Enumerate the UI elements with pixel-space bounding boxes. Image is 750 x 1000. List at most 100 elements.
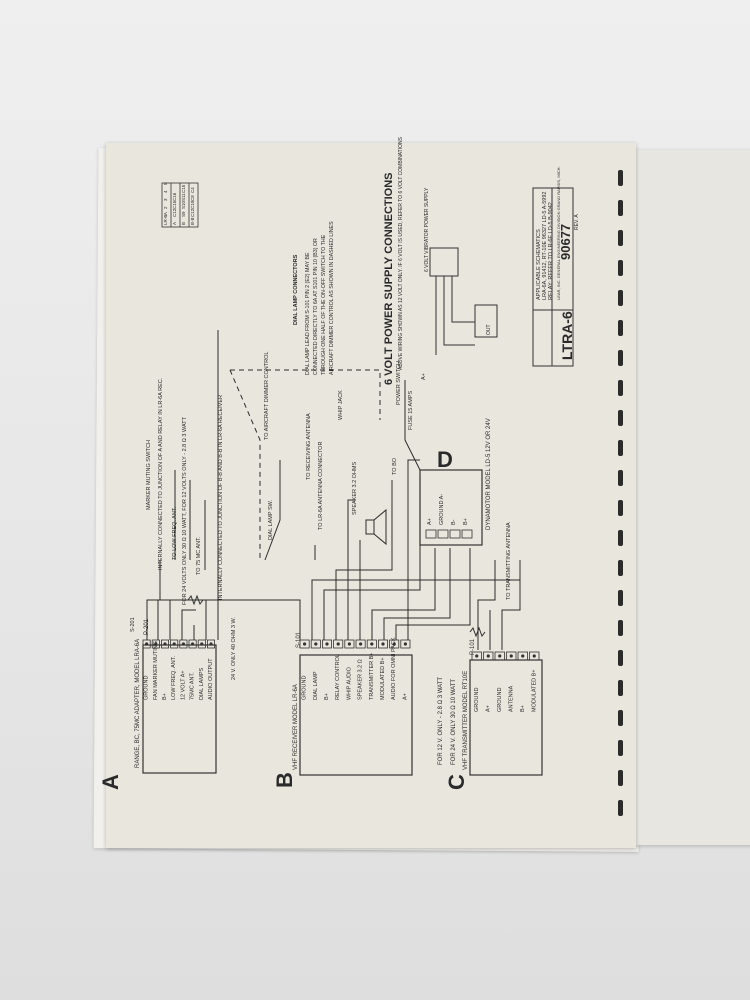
pin-label: WHIP AUDIO [346, 666, 352, 700]
next-page [634, 150, 750, 845]
six-volt-out: OUT [486, 324, 492, 335]
legend-cell: S11 [181, 193, 186, 201]
title-block-frame [532, 187, 574, 367]
pin-socket [310, 639, 321, 649]
pin-label: B+ [463, 518, 469, 525]
title-block-border [532, 187, 574, 367]
wire-b2 [311, 579, 520, 640]
note-marker-muting: MARKER MUTING SWITCH [146, 440, 152, 510]
speaker-symbol [365, 508, 387, 546]
title-block-rev: REV. A [574, 214, 580, 230]
pin-dot [181, 642, 185, 646]
dial-lamp-heading: DIAL LAMP CONNECTORS [293, 254, 299, 325]
box-c-frame [469, 659, 543, 776]
pin-dot [336, 642, 340, 646]
wire-c1 [477, 560, 496, 650]
pin-socket [160, 639, 169, 649]
pin-dot [509, 654, 513, 658]
box-c-title: VHF TRANSMITTER MODEL RT10E [463, 671, 469, 770]
pin-dot [370, 642, 374, 646]
pin-label: A+ [402, 693, 408, 700]
note-transmitting-antenna: TO TRANSMITTING ANTENNA [506, 522, 512, 600]
pin-label: RELAY CONTROL [335, 654, 341, 700]
dial-lamp-body-line: AIRCRAFT DIMMER CONTROL AS SHOWN IN DASH… [329, 221, 335, 375]
legend-cell: S10 [181, 200, 186, 209]
note-a-plus: A+ [421, 373, 427, 380]
pin-dot [163, 642, 167, 646]
note-internally-connected: INTERNALLY CONNECTED TO JUNCTION OF A AN… [158, 377, 164, 570]
dial-lamp-block: DIAL LAMP CONNECTORS [293, 254, 299, 325]
wire-dial-lamp [264, 460, 281, 561]
six-volt-wire-1 [443, 276, 475, 346]
wire-fuse [404, 380, 421, 471]
pin-socket [333, 639, 344, 649]
pin-dot [314, 642, 318, 646]
note-speaker: SPEAKER 3.2 OHMS [352, 461, 358, 515]
legend-cell: LR-6A [163, 212, 168, 225]
pin-socket [483, 651, 494, 661]
pin-socket [197, 639, 206, 649]
wiring-notes: S-201 MARKER MUTING SWITCH INTERNALLY CO… [130, 352, 512, 680]
six-volt-power-supply: 6 VOLT VIBRATOR POWER SUPPLY [424, 187, 430, 272]
pin-dot [359, 642, 363, 646]
legend-cell: C8 [190, 195, 195, 201]
legend-cell: 5 [163, 182, 168, 185]
box-a-connector: P-201 [144, 618, 150, 635]
title-block-company: LEAR, INC. GENERAL ENGINEERING DIVISION … [556, 166, 561, 300]
resistor-zigzags [187, 594, 486, 638]
pin-dot [486, 654, 490, 658]
section-letter-a: A [98, 774, 123, 790]
speaker-cone [373, 508, 387, 546]
wire-b7 [371, 548, 436, 640]
pin-label: DIAL LAMP [313, 671, 319, 700]
pin-socket [449, 529, 461, 539]
pin-label: FAN MARKER MUTING [153, 641, 159, 700]
resistor-c [469, 626, 486, 638]
out-box [474, 304, 498, 338]
wire-b10 [407, 459, 420, 640]
section-letter-b: B [272, 772, 297, 788]
pin-socket [471, 651, 482, 661]
pin-socket [299, 639, 310, 649]
legend-cell: S9 [181, 211, 186, 217]
pin-socket [206, 639, 215, 649]
pin-label: GROUND [497, 688, 503, 712]
legend-cell: C15 [172, 200, 177, 209]
pin-dot [498, 654, 502, 658]
pin-label: B+ [520, 705, 526, 712]
legend-cell: 2 [163, 206, 168, 209]
pin-label: TRANSMITTER B+ [369, 652, 375, 700]
pin-label: B+ [324, 693, 330, 700]
vibrator-box [429, 247, 459, 277]
dashed-lines [229, 369, 381, 560]
box-d-title: DYNAMOTOR MODEL LD-5 12V OR 24V [486, 418, 492, 530]
pin-dot [200, 642, 204, 646]
wire-b3 [323, 475, 421, 640]
pin-dot [154, 642, 158, 646]
pin-dot [191, 642, 195, 646]
pin-label: B+ [162, 693, 168, 700]
pin-label: AUDIO FOR OMNI PACK [391, 637, 397, 700]
wiring [146, 330, 521, 650]
note-aircraft-dimmer: TO AIRCRAFT DIMMER CONTROL [264, 352, 270, 440]
pin-socket [377, 639, 388, 649]
pin-dot [145, 642, 149, 646]
note-to-bo: TO BO [392, 457, 398, 475]
legend-table-grid [161, 182, 199, 228]
note-whip-jack: WHIP JACK [338, 390, 344, 420]
section-letter-d: D [437, 447, 453, 472]
pin-label: ANTENNA [508, 685, 514, 712]
pin-label: GROUND [302, 676, 308, 700]
box-c-connector: P-101 [470, 638, 476, 655]
legend-table: LR-6A12345AC12C15C16BS9S10S11C15B-BC12C1… [163, 182, 195, 225]
six-volt-subheading: ABOVE WIRING SHOWN AS 12 VOLT ONLY. IF 6… [398, 136, 404, 370]
legend-cell: 1 [163, 214, 168, 217]
pin-socket [529, 651, 540, 661]
title-block: APPLICABLE SCHEMATICS LRA-6A, 91412, RT-… [536, 166, 580, 360]
pin-socket [188, 639, 197, 649]
title-block-drawing-no: 90677 [558, 224, 573, 260]
title-block-line2: RELAY: REFER TO LR-6E LD-5 B-9042 [548, 202, 554, 300]
legend-cell: 4 [163, 190, 168, 193]
pin-dot [403, 642, 407, 646]
